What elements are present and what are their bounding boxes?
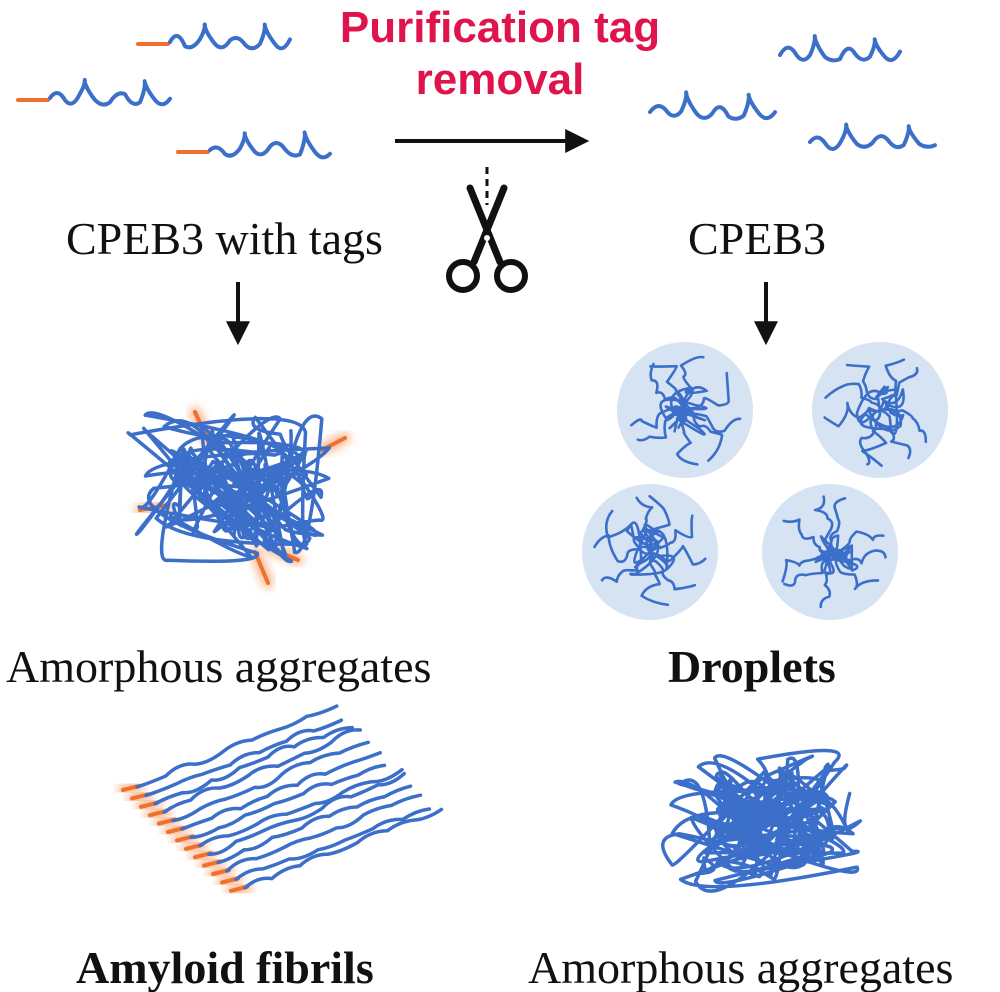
right-branch-title: CPEB3 (688, 213, 827, 264)
protein-chain (648, 90, 777, 121)
aggregate-chain (168, 446, 291, 541)
droplet-protein-chain (593, 494, 707, 607)
fibril-strand (189, 763, 387, 840)
fibril-strand (225, 793, 423, 873)
tagged-protein-chain (168, 22, 292, 51)
aggregate-chain (712, 770, 836, 861)
fibril-strand (153, 725, 354, 806)
aggregate-chain (126, 411, 331, 564)
left-branch-title: CPEB3 with tags (66, 213, 383, 264)
droplet-protein-chain (630, 355, 742, 466)
fibril-strand (180, 750, 382, 831)
scissors-icon (446, 167, 528, 293)
left-result-1: Amorphous aggregates (6, 641, 432, 692)
fibril-strand (171, 740, 371, 823)
protein-chain (808, 122, 937, 151)
fibril-strand (207, 771, 406, 856)
droplet-group (582, 342, 948, 620)
process-title-line2: removal (415, 55, 585, 104)
fibril-strand (243, 807, 444, 890)
protein-artwork (12, 22, 937, 897)
protein-chain (778, 34, 902, 63)
process-title-line1: Purification tag (339, 3, 661, 52)
fibril-strand (144, 718, 344, 798)
tagged-protein-chain (48, 77, 172, 107)
right-result-1: Droplets (668, 641, 836, 692)
fibril-strand (216, 784, 413, 865)
tagged-protein-chain (208, 130, 332, 160)
droplet-protein-chain (823, 358, 928, 467)
right-result-2: Amorphous aggregates (528, 942, 954, 992)
fibril-strand (135, 704, 339, 789)
fibril-strand (162, 728, 363, 814)
left-result-2: Amyloid fibrils (76, 942, 374, 992)
fibril-strand (198, 767, 404, 848)
droplet-protein-chain (781, 495, 887, 609)
fibril-strand (234, 807, 432, 882)
